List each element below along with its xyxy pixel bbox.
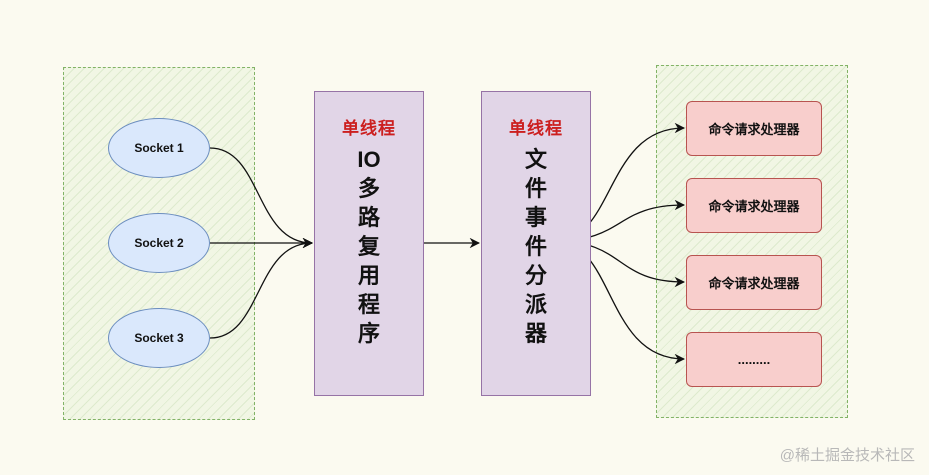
- event-dispatcher-label: 文件事件分派器: [524, 147, 547, 346]
- command-handler-3-label: 命令请求处理器: [708, 276, 800, 291]
- io-multiplexer-box: 单线程 IO多路复用程序: [314, 91, 424, 396]
- command-handler-3: 命令请求处理器: [686, 255, 822, 310]
- socket-1: Socket 1: [108, 118, 210, 178]
- watermark: @稀土掘金技术社区: [779, 447, 915, 464]
- socket-3: Socket 3: [108, 308, 210, 368]
- socket-2-label: Socket 2: [134, 236, 184, 250]
- command-handler-1-label: 命令请求处理器: [708, 122, 800, 137]
- more-handlers-placeholder: .........: [686, 332, 822, 387]
- event-dispatcher-tag: 单线程: [509, 119, 563, 138]
- command-handler-1: 命令请求处理器: [686, 101, 822, 156]
- arrow-socket-1: [209, 147, 314, 249]
- io-multiplexer-label: IO多路复用程序: [357, 147, 381, 346]
- io-multiplexer-tag: 单线程: [342, 119, 396, 138]
- event-dispatcher-box: 单线程 文件事件分派器: [481, 91, 591, 396]
- arrow-socket-3: [209, 237, 314, 339]
- socket-2: Socket 2: [108, 213, 210, 273]
- more-handlers-label: .........: [737, 352, 771, 367]
- socket-1-label: Socket 1: [134, 141, 184, 155]
- command-handler-2: 命令请求处理器: [686, 178, 822, 233]
- command-handler-2-label: 命令请求处理器: [708, 199, 800, 214]
- socket-3-label: Socket 3: [134, 331, 184, 345]
